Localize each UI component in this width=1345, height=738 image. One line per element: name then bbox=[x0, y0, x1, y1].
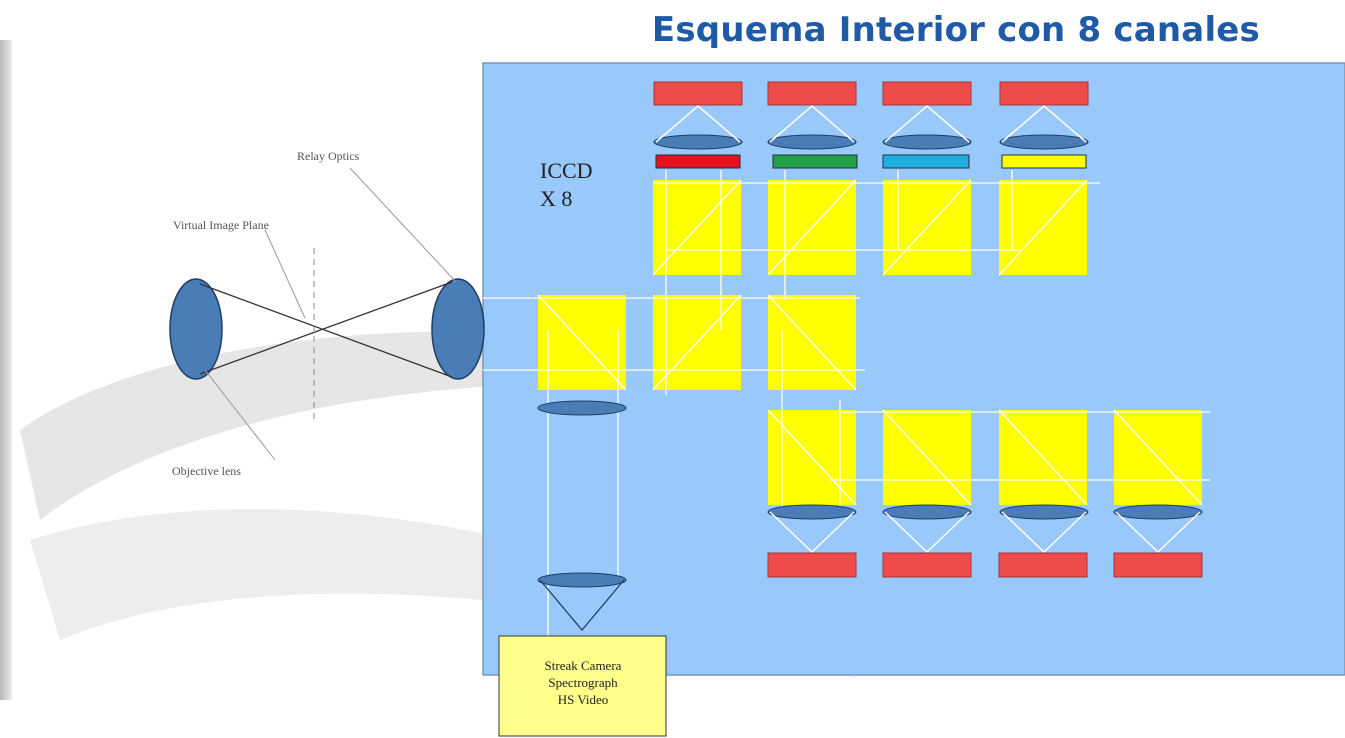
streak-line3: HS Video bbox=[557, 692, 609, 707]
relay-lens-shape bbox=[431, 278, 485, 380]
sensor-bot-1 bbox=[767, 552, 857, 578]
filter-red bbox=[655, 154, 741, 169]
streak-camera-box bbox=[498, 635, 667, 737]
relay-optics-label: Relay Optics bbox=[297, 149, 360, 163]
iccd-line1: ICCD bbox=[540, 158, 593, 183]
lens-bot-3 bbox=[999, 504, 1089, 520]
top-sensors bbox=[653, 81, 1089, 106]
sensor-top-2 bbox=[767, 81, 857, 106]
streak-cone bbox=[539, 579, 625, 632]
sensor-top-1 bbox=[653, 81, 743, 106]
lens-mid-left bbox=[537, 400, 627, 416]
bottom-lenses bbox=[767, 504, 1203, 520]
sensor-top-3 bbox=[882, 81, 972, 106]
lens-top-4 bbox=[999, 134, 1089, 150]
filter-cyan bbox=[882, 154, 970, 169]
lens-bot-1 bbox=[767, 504, 857, 520]
iccd-line2: X 8 bbox=[540, 186, 573, 211]
sensor-bot-4 bbox=[1113, 552, 1203, 578]
filter-green bbox=[772, 154, 858, 169]
lens-top-3 bbox=[882, 134, 972, 150]
streak-line1: Streak Camera bbox=[544, 658, 622, 673]
bottom-cones bbox=[769, 511, 1201, 554]
relay-lenses bbox=[537, 400, 627, 588]
lens-streak bbox=[537, 572, 627, 588]
objective-lens-shape bbox=[169, 278, 223, 380]
beam-paths bbox=[483, 170, 1210, 655]
streak-line2: Spectrograph bbox=[548, 675, 618, 690]
sensor-bot-2 bbox=[882, 552, 972, 578]
lens-bot-4 bbox=[1113, 504, 1203, 520]
external-optics bbox=[169, 167, 485, 461]
streak-camera-text: Streak Camera Spectrograph HS Video bbox=[502, 657, 664, 708]
lens-top-1 bbox=[653, 134, 743, 150]
top-cones bbox=[655, 105, 1087, 143]
objective-lens-label: Objective lens bbox=[172, 464, 241, 478]
top-lenses bbox=[653, 134, 1089, 150]
color-filters bbox=[655, 154, 1087, 169]
page-title: Esquema Interior con 8 canales bbox=[651, 10, 1260, 50]
lens-top-2 bbox=[767, 134, 857, 150]
virtual-image-plane-label: Virtual Image Plane bbox=[173, 218, 269, 232]
sensor-top-4 bbox=[999, 81, 1089, 106]
filter-yellow bbox=[1001, 154, 1087, 169]
bottom-sensors bbox=[767, 552, 1203, 578]
sensor-bot-3 bbox=[998, 552, 1088, 578]
lens-bot-2 bbox=[882, 504, 972, 520]
iccd-label: ICCD X 8 bbox=[540, 157, 593, 213]
